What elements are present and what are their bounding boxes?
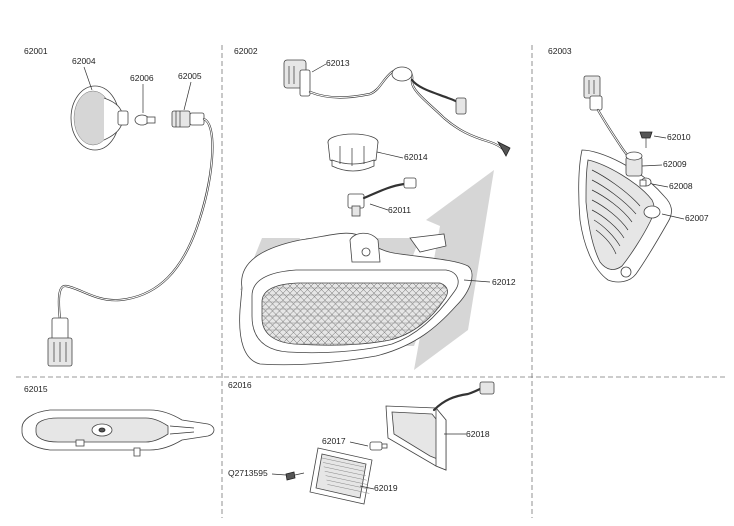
fog-lamp-housing xyxy=(239,232,473,366)
callout-62009: 62009 xyxy=(663,159,687,169)
turn-lamp-screw xyxy=(639,131,653,148)
group-label-62001: 62001 xyxy=(24,46,48,56)
side-marker-harness xyxy=(47,117,214,367)
callout-Q2713595: Q2713595 xyxy=(228,468,268,478)
callout-62010: 62010 xyxy=(667,132,691,142)
side-marker-bulb xyxy=(134,114,156,126)
callout-62008: 62008 xyxy=(669,181,693,191)
side-marker-lens xyxy=(70,85,129,151)
group-label-62015: 62015 xyxy=(24,384,48,394)
callout-62017: 62017 xyxy=(322,436,346,446)
plate-lamp-lens xyxy=(309,447,373,505)
callout-62014: 62014 xyxy=(404,152,428,162)
fog-lamp-harness xyxy=(283,59,511,157)
group-label-62003: 62003 xyxy=(548,46,572,56)
plate-lamp-housing xyxy=(385,381,495,471)
callout-62005: 62005 xyxy=(178,71,202,81)
callout-62011: 62011 xyxy=(388,205,411,215)
section-dividers xyxy=(16,45,728,518)
plate-lamp-bulb xyxy=(369,441,388,451)
mounting-screw xyxy=(285,471,305,481)
callout-62004: 62004 xyxy=(72,56,96,66)
fog-lamp-cover xyxy=(327,133,379,172)
callout-62018: 62018 xyxy=(466,429,490,439)
group-label-62002: 62002 xyxy=(234,46,258,56)
long-marker-lamp xyxy=(21,409,215,457)
callout-62007: 62007 xyxy=(685,213,709,223)
fog-lamp-bulb xyxy=(347,177,417,217)
group-label-62016: 62016 xyxy=(228,380,252,390)
callout-62019: 62019 xyxy=(374,483,398,493)
turn-lamp-socket xyxy=(625,151,643,177)
callout-62006: 62006 xyxy=(130,73,154,83)
callout-62013: 62013 xyxy=(326,58,350,68)
turn-lamp-harness xyxy=(583,75,634,164)
turn-lamp-bulb xyxy=(639,177,652,187)
callout-62012: 62012 xyxy=(492,277,516,287)
side-marker-socket xyxy=(171,110,205,128)
turn-lamp-housing xyxy=(578,149,672,283)
